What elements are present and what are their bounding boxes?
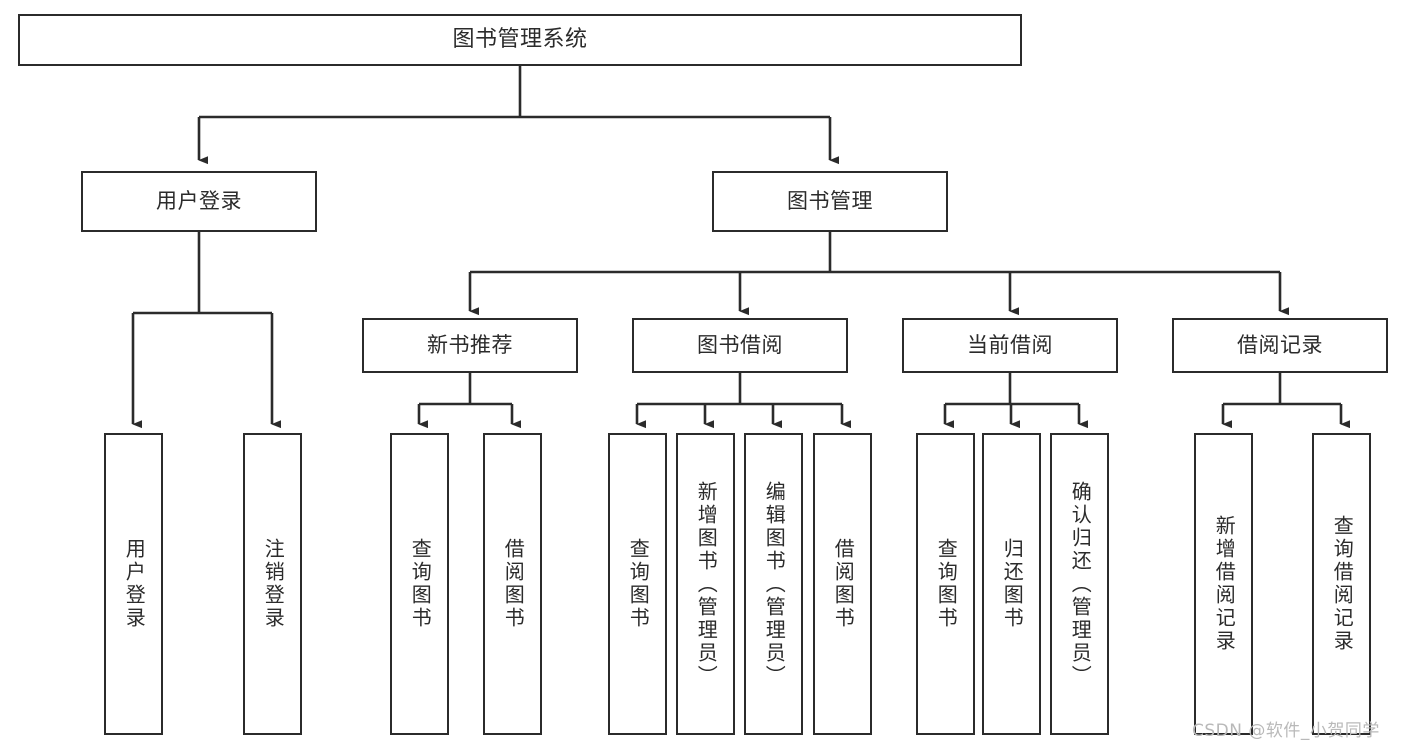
node-label: 编辑图书（管理员）: [762, 480, 787, 688]
node-book-borrow[interactable]: 图书借阅: [632, 318, 848, 373]
node-borrow-record[interactable]: 借阅记录: [1172, 318, 1388, 373]
node-user-login[interactable]: 用户登录: [81, 171, 317, 232]
leaf-borrow-add-book-admin[interactable]: 新增图书（管理员）: [676, 433, 735, 735]
node-book-management[interactable]: 图书管理: [712, 171, 948, 232]
node-label: 查询图书: [626, 538, 651, 630]
node-current-borrow[interactable]: 当前借阅: [902, 318, 1118, 373]
leaf-user-login-login[interactable]: 用户登录: [104, 433, 163, 735]
node-label: 借阅图书: [501, 538, 526, 630]
leaf-borrow-query-book[interactable]: 查询图书: [608, 433, 667, 735]
node-label: 图书管理: [787, 189, 873, 214]
node-label: 用户登录: [156, 189, 242, 214]
node-label: 图书借阅: [697, 333, 783, 358]
leaf-current-query-book[interactable]: 查询图书: [916, 433, 975, 735]
node-label: 用户登录: [122, 538, 147, 630]
leaf-borrow-edit-book-admin[interactable]: 编辑图书（管理员）: [744, 433, 803, 735]
node-root-system[interactable]: 图书管理系统: [18, 14, 1022, 66]
leaf-borrow-borrow-book[interactable]: 借阅图书: [813, 433, 872, 735]
node-label: 当前借阅: [967, 333, 1053, 358]
node-label: 归还图书: [1000, 538, 1025, 630]
node-label: 新书推荐: [427, 333, 513, 358]
leaf-user-login-logout[interactable]: 注销登录: [243, 433, 302, 735]
leaf-new-book-borrow[interactable]: 借阅图书: [483, 433, 542, 735]
node-label: 查询借阅记录: [1330, 515, 1355, 653]
csdn-watermark: CSDN @软件_小贺同学: [1192, 721, 1380, 741]
node-label: 图书管理系统: [452, 27, 588, 53]
node-label: 确认归还（管理员）: [1068, 480, 1093, 688]
node-label: 查询图书: [408, 538, 433, 630]
node-label: 注销登录: [261, 538, 286, 630]
leaf-record-add-record[interactable]: 新增借阅记录: [1194, 433, 1253, 735]
node-label: 借阅图书: [831, 538, 856, 630]
node-label: 借阅记录: [1237, 333, 1323, 358]
node-label: 新增图书（管理员）: [694, 480, 719, 688]
leaf-current-return-book[interactable]: 归还图书: [982, 433, 1041, 735]
node-new-book-recommend[interactable]: 新书推荐: [362, 318, 578, 373]
leaf-new-book-query[interactable]: 查询图书: [390, 433, 449, 735]
leaf-record-query-record[interactable]: 查询借阅记录: [1312, 433, 1371, 735]
leaf-current-confirm-return-admin[interactable]: 确认归还（管理员）: [1050, 433, 1109, 735]
node-label: 查询图书: [934, 538, 959, 630]
node-label: 新增借阅记录: [1212, 515, 1237, 653]
